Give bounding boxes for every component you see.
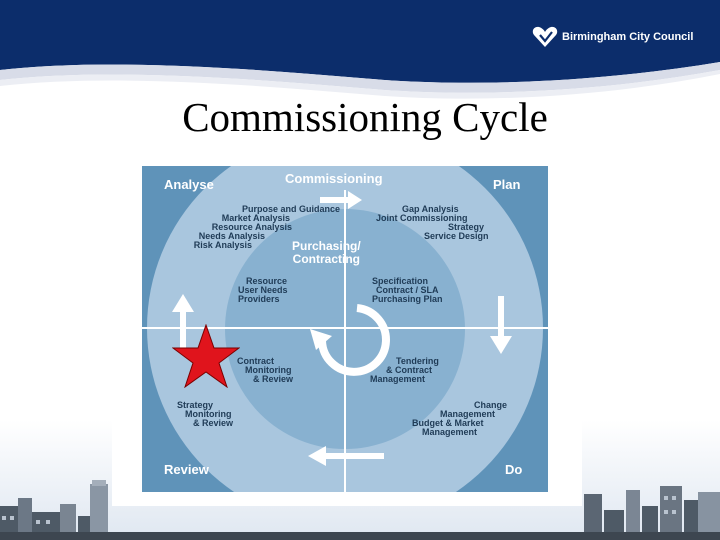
list-item: User Needs — [238, 285, 288, 295]
review-items: Strategy Monitoring & Review — [177, 401, 233, 428]
list-item: Monitoring — [185, 409, 232, 419]
header-band — [0, 0, 720, 110]
list-item: Management — [440, 409, 496, 419]
list-item: Purpose and Guidance — [241, 204, 340, 214]
circular-arrow-icon — [310, 304, 390, 376]
inner-title-line: Purchasing/ — [292, 239, 361, 253]
list-item: Tendering — [396, 356, 439, 366]
inner-left-top-items: Resource User Needs Providers — [238, 277, 288, 304]
list-item: Contract / SLA — [376, 285, 439, 295]
list-item: Strategy — [448, 222, 485, 232]
corner-label-plan: Plan — [493, 177, 521, 192]
list-item: Service Design — [424, 231, 489, 241]
list-item: Risk Analysis — [193, 240, 252, 250]
list-item: Resource Analysis — [211, 222, 292, 232]
list-item: Contract — [237, 356, 275, 366]
list-item: Management — [370, 374, 426, 384]
list-item: Providers — [238, 294, 280, 304]
list-item: Specification — [372, 276, 429, 286]
list-item: & Review — [193, 418, 234, 428]
plan-items: Gap Analysis Joint Commissioning Strateg… — [376, 205, 506, 241]
list-item: & Contract — [386, 365, 433, 375]
list-item: Strategy — [177, 400, 214, 410]
inner-title: Purchasing/ Contracting — [292, 240, 361, 266]
commissioning-cycle-diagram — [142, 166, 548, 492]
list-item: Resource — [246, 276, 288, 286]
slide-title: Commissioning Cycle — [182, 94, 548, 140]
logo-text: Birmingham City Council — [562, 31, 694, 43]
list-item: Monitoring — [245, 365, 292, 375]
list-item: Market Analysis — [221, 213, 290, 223]
list-item: Management — [422, 427, 478, 437]
inner-title-line: Contracting — [292, 252, 361, 266]
list-item: Joint Commissioning — [376, 213, 468, 223]
arrow-left-icon — [308, 446, 384, 466]
heart-logo-icon — [532, 26, 558, 47]
star-icon — [172, 324, 240, 388]
analyse-items: Purpose and Guidance Market Analysis Res… — [172, 205, 340, 250]
inner-left-bottom-items: Contract Monitoring & Review — [237, 357, 293, 384]
arrow-down-icon — [490, 296, 512, 354]
corner-label-analyse: Analyse — [164, 177, 214, 192]
corner-label-do: Do — [505, 462, 523, 477]
arrow-up-icon — [172, 294, 194, 354]
list-item: & Review — [253, 374, 294, 384]
arrow-right-icon — [320, 191, 362, 209]
list-item: Change — [474, 400, 508, 410]
list-item: Purchasing Plan — [372, 294, 443, 304]
council-logo: Birmingham City Council — [532, 26, 693, 48]
corner-label-review: Review — [164, 462, 209, 477]
list-item: Gap Analysis — [402, 204, 459, 214]
outer-title: Commissioning — [285, 171, 383, 186]
inner-right-bottom-items: Tendering & Contract Management — [370, 357, 439, 384]
do-items: Change Management Budget & Market Manage… — [412, 401, 507, 437]
list-item: Budget & Market — [412, 418, 484, 428]
list-item: Needs Analysis — [198, 231, 265, 241]
inner-right-top-items: Specification Contract / SLA Purchasing … — [372, 277, 443, 304]
